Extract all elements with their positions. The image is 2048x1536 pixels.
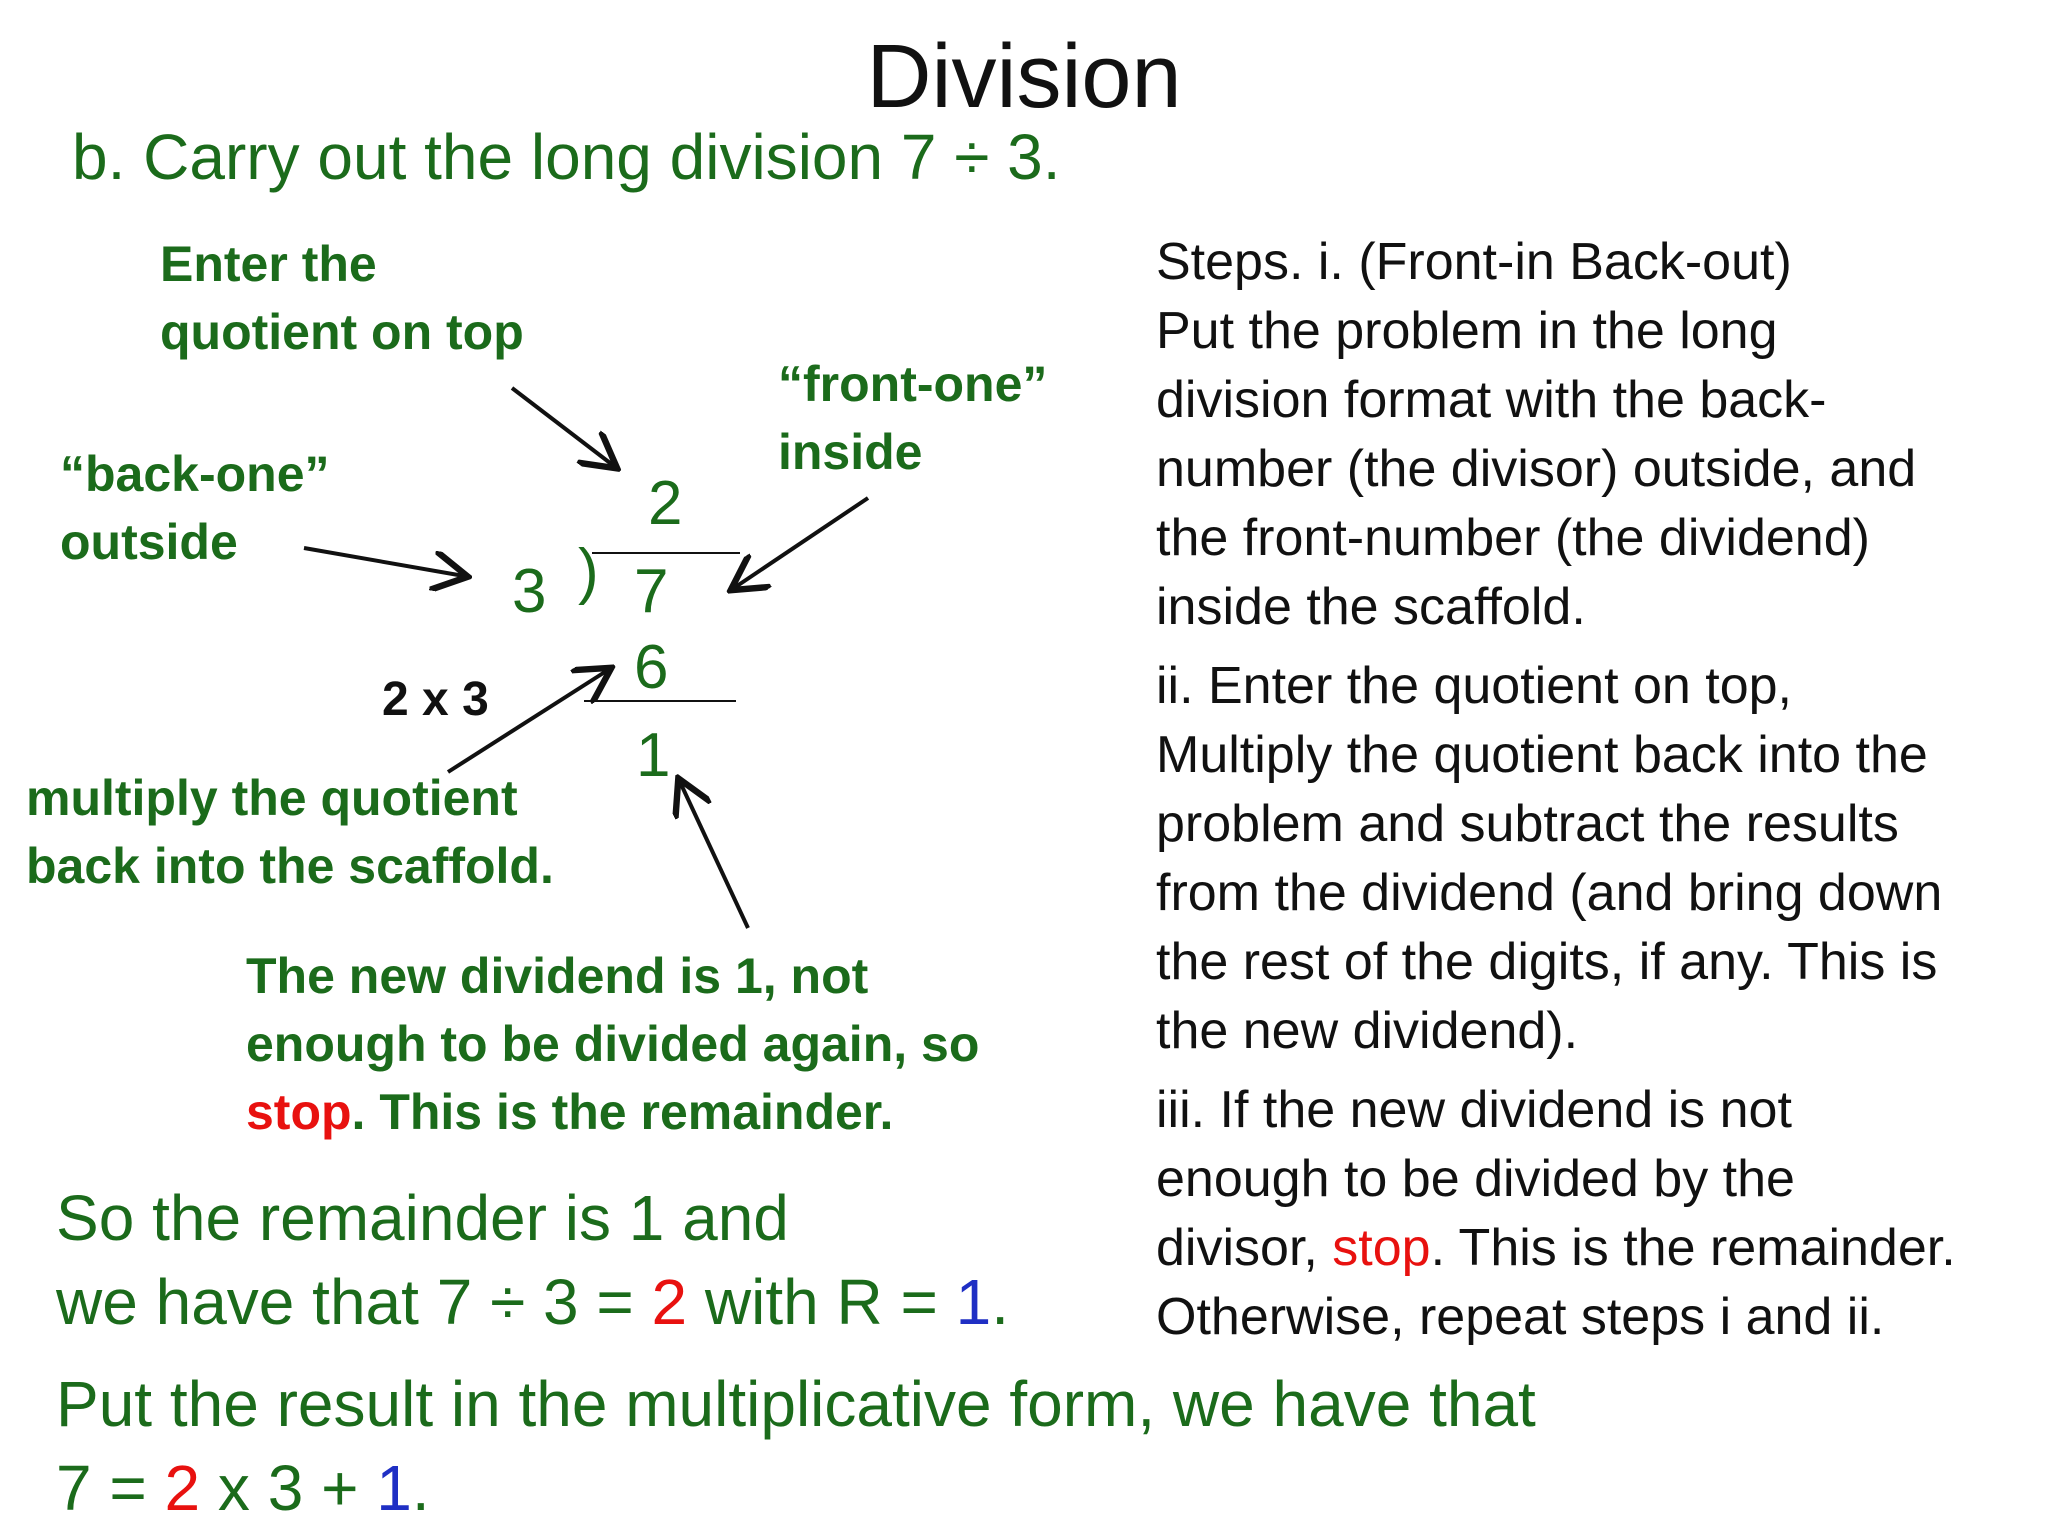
- quotient-value: 2: [651, 1266, 688, 1338]
- steps-line: divisor, stop. This is the remainder.: [1156, 1219, 1956, 1277]
- quotient-digit: 2: [648, 469, 683, 538]
- problem-statement: b. Carry out the long division 7 ÷ 3.: [72, 121, 1061, 193]
- steps-line: iii. If the new dividend is not: [1156, 1081, 1792, 1139]
- steps-line: number (the divisor) outside, and: [1156, 440, 1917, 498]
- steps-line: enough to be divided by the: [1156, 1150, 1795, 1208]
- new-dividend-line-2: enough to be divided again, so: [246, 1016, 980, 1072]
- steps-line: Put the problem in the long: [1156, 302, 1778, 360]
- steps-line: Steps. i. (Front-in Back-out): [1156, 233, 1792, 291]
- conclusion-line-2: we have that 7 ÷ 3 = 2 with R = 1.: [56, 1266, 1009, 1338]
- steps-line: Otherwise, repeat steps i and ii.: [1156, 1288, 1885, 1346]
- remainder-value: 1: [376, 1452, 412, 1524]
- arrow-to-divisor: [303, 546, 464, 576]
- multiplicative-line-2: 7 = 2 x 3 + 1.: [56, 1452, 430, 1524]
- steps-line: Multiply the quotient back into the: [1156, 726, 1928, 784]
- multiplicative-line-1: Put the result in the multiplicative for…: [56, 1368, 1536, 1440]
- steps-line: the new dividend).: [1156, 1002, 1579, 1060]
- multiply-line-1: multiply the quotient: [26, 770, 518, 826]
- back-one-line-1: “back-one”: [60, 446, 330, 502]
- multiplicative-form: Put the result in the multiplicative for…: [56, 1362, 1536, 1530]
- steps-line: division format with the back-: [1156, 371, 1827, 429]
- new-dividend-line-1: The new dividend is 1, not: [246, 948, 869, 1004]
- multiply-line-2: back into the scaffold.: [26, 838, 554, 894]
- steps-line: from the dividend (and bring down: [1156, 864, 1943, 922]
- steps-panel: Steps. i. (Front-in Back-out) Put the pr…: [1156, 228, 2036, 1352]
- conclusion-line-1: So the remainder is 1 and: [56, 1182, 789, 1254]
- back-one-line-2: outside: [60, 514, 238, 570]
- slide-title: Division: [866, 27, 1182, 127]
- steps-line: the rest of the digits, if any. This is: [1156, 933, 1938, 991]
- remainder-value: 1: [955, 1266, 992, 1338]
- enter-quotient-label: Enter the quotient on top: [160, 230, 524, 366]
- steps-line: problem and subtract the results: [1156, 795, 1899, 853]
- enter-quotient-line-2: quotient on top: [160, 304, 524, 360]
- steps-line: ii. Enter the quotient on top,: [1156, 657, 1792, 715]
- product-digit: 6: [634, 633, 669, 702]
- stop-word: stop: [246, 1084, 352, 1140]
- steps-line: the front-number (the dividend): [1156, 509, 1870, 567]
- back-one-label: “back-one” outside: [60, 440, 330, 576]
- quotient-value: 2: [164, 1452, 201, 1524]
- arrow-to-remainder: [680, 782, 750, 929]
- arrow-to-product: [446, 670, 608, 774]
- multiply-label: multiply the quotient back into the scaf…: [26, 764, 554, 900]
- arrow-to-dividend: [734, 496, 870, 588]
- two-times-three-label: 2 x 3: [382, 673, 489, 726]
- arrow-to-quotient: [510, 386, 614, 466]
- conclusion: So the remainder is 1 and we have that 7…: [56, 1176, 1009, 1344]
- new-dividend-label: The new dividend is 1, not enough to be …: [246, 942, 979, 1146]
- front-one-label: “front-one” inside: [778, 350, 1047, 486]
- front-one-line-2: inside: [778, 424, 923, 480]
- divisor-digit: 3: [512, 557, 547, 626]
- stop-word: stop: [1332, 1219, 1431, 1277]
- remainder-digit: 1: [636, 721, 671, 790]
- steps-line: inside the scaffold.: [1156, 578, 1586, 636]
- front-one-line-1: “front-one”: [778, 356, 1048, 412]
- new-dividend-line-3: stop. This is the remainder.: [246, 1084, 894, 1140]
- division-bracket: ): [578, 537, 599, 606]
- enter-quotient-line-1: Enter the: [160, 236, 377, 292]
- dividend-digit: 7: [634, 557, 669, 626]
